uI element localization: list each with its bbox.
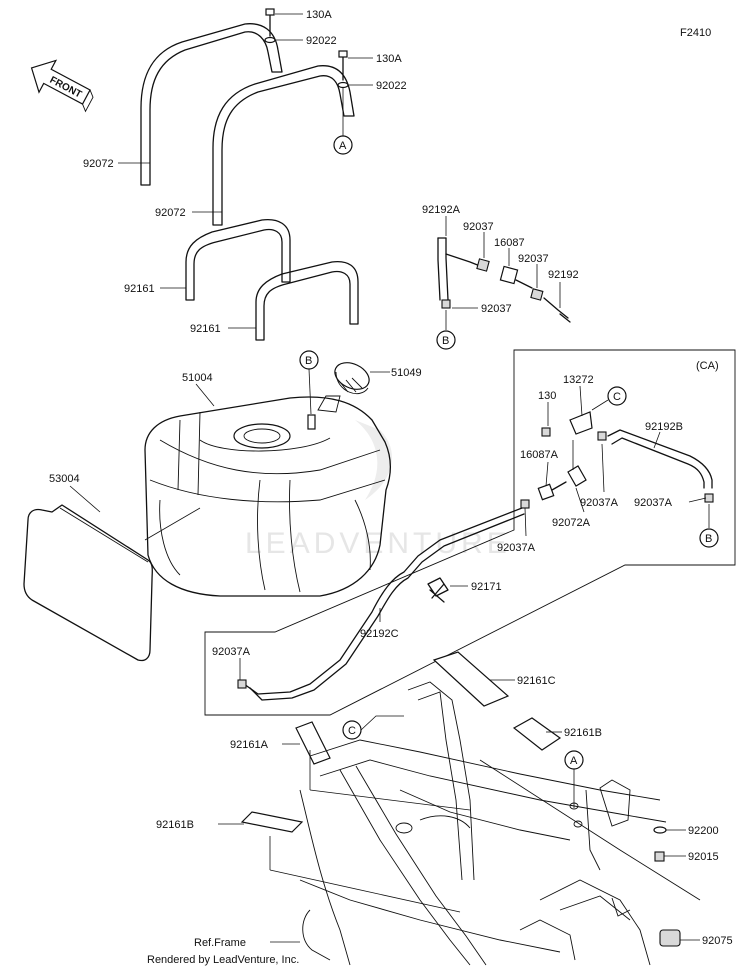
- ref-frame-label: Ref.Frame: [194, 937, 246, 949]
- heat-shield-53004: [23, 504, 153, 662]
- ref-A-1: A: [339, 140, 347, 152]
- label-130: 130: [538, 390, 556, 402]
- label-53004: 53004: [49, 473, 80, 485]
- label-92161B-2: 92161B: [156, 819, 194, 831]
- label-92037A-1: 92037A: [580, 497, 619, 509]
- label-92192: 92192: [548, 269, 579, 281]
- strap-92072-front: [212, 65, 355, 226]
- diagram-code: F2410: [680, 27, 711, 39]
- label-92171: 92171: [471, 581, 502, 593]
- label-92037-c: 92037: [481, 303, 512, 315]
- label-92192B: 92192B: [645, 421, 683, 433]
- label-92022-2: 92022: [376, 80, 407, 92]
- label-92200: 92200: [688, 825, 719, 837]
- label-51004: 51004: [182, 372, 213, 384]
- ca-callout-box: [204, 349, 736, 716]
- clip-92171: [427, 577, 449, 603]
- label-92192C: 92192C: [360, 628, 399, 640]
- ref-B-1: B: [442, 335, 449, 347]
- pad-92161B-left: [240, 811, 304, 833]
- ref-C-ca-icon: [607, 386, 627, 406]
- label-51049: 51049: [391, 367, 422, 379]
- fuel-tank-51004: [144, 395, 392, 597]
- ca-components: [520, 385, 714, 537]
- watermark-logo-icon: [355, 420, 392, 500]
- frame-reference: [299, 681, 701, 966]
- label-ca: (CA): [696, 360, 719, 372]
- label-92037-a: 92037: [463, 221, 494, 233]
- front-arrow-icon: FRONT: [30, 59, 94, 113]
- ref-B-3: B: [705, 533, 712, 545]
- hose-92192C: [243, 507, 523, 695]
- label-130A-2: 130A: [376, 53, 402, 65]
- ref-C-1: C: [613, 391, 621, 403]
- bolt-130A-top: [264, 8, 303, 44]
- label-92022-1: 92022: [306, 35, 337, 47]
- bolt-130A-second: [337, 50, 373, 89]
- label-13272: 13272: [563, 374, 594, 386]
- label-92037A-2: 92037A: [634, 497, 673, 509]
- label-92037A-3: 92037A: [497, 542, 536, 554]
- label-92037A-4: 92037A: [212, 646, 251, 658]
- label-92037-b: 92037: [518, 253, 549, 265]
- grommet-92075: [659, 929, 681, 947]
- strap-92072-rear: [140, 23, 283, 186]
- footer-credit: Rendered by LeadVenture, Inc.: [147, 954, 299, 966]
- ref-A-top-icon: [333, 135, 353, 155]
- label-92072A: 92072A: [552, 517, 591, 529]
- label-92161C: 92161C: [517, 675, 556, 687]
- label-92161A: 92161A: [230, 739, 269, 751]
- label-92015: 92015: [688, 851, 719, 863]
- ref-B-top-icon: [436, 330, 456, 350]
- breather-hose-assembly: [437, 216, 571, 330]
- ref-B-2: B: [305, 355, 312, 367]
- label-16087A: 16087A: [520, 449, 559, 461]
- label-92072-2: 92072: [155, 207, 186, 219]
- label-92075: 92075: [702, 935, 733, 947]
- label-92192A: 92192A: [422, 204, 461, 216]
- nut-92015: [654, 851, 665, 862]
- label-92161B-1: 92161B: [564, 727, 602, 739]
- fuel-cap-51049: [334, 362, 370, 394]
- ref-C-2: C: [348, 725, 356, 737]
- washer-92200: [653, 826, 667, 834]
- label-92161-2: 92161: [190, 323, 221, 335]
- pad-92161A: [295, 721, 331, 765]
- ref-A-2: A: [570, 755, 578, 767]
- pad-92161-upper: [185, 218, 291, 301]
- label-130A-1: 130A: [306, 9, 332, 21]
- label-92072-1: 92072: [83, 158, 114, 170]
- label-92161-1: 92161: [124, 283, 155, 295]
- ref-B-ca-icon: [699, 528, 719, 548]
- watermark: LEADVENTURE: [245, 527, 511, 560]
- pad-92161B-right: [512, 717, 562, 751]
- pad-92161-lower: [255, 260, 359, 341]
- label-16087: 16087: [494, 237, 525, 249]
- pad-92161C: [432, 651, 510, 707]
